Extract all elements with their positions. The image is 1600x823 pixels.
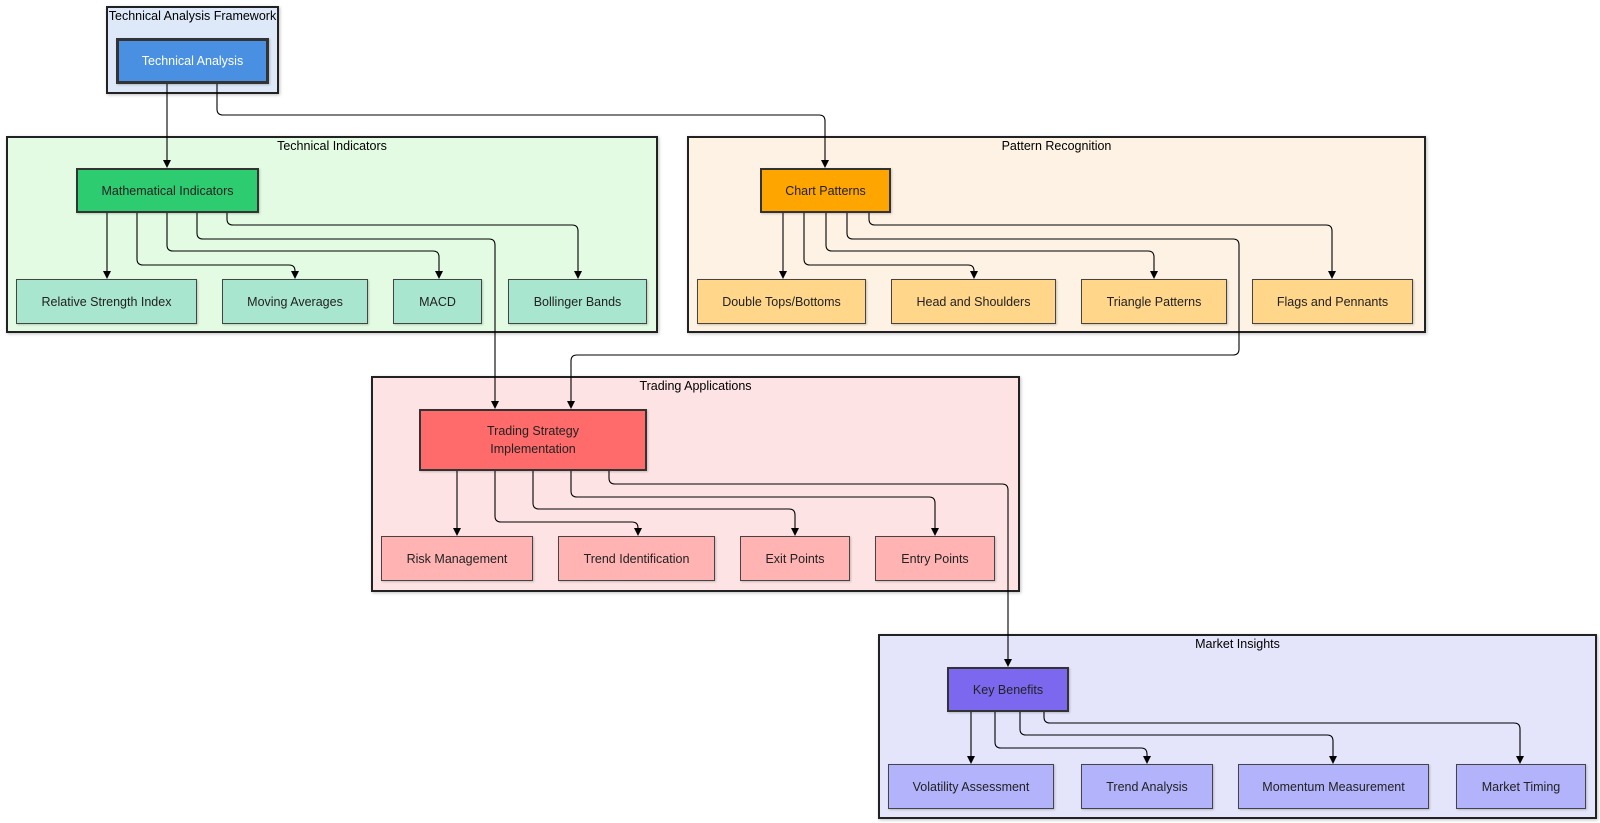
group-title: Trading Applications [639, 379, 752, 393]
node-label: Moving Averages [247, 294, 343, 309]
group-title: Pattern Recognition [1001, 139, 1112, 153]
node-technical-analysis[interactable]: Technical Analysis [116, 38, 269, 84]
node-label: Risk Management [406, 551, 508, 566]
node-momentum-measurement[interactable]: Momentum Measurement [1238, 764, 1429, 809]
group-title: Market Insights [1195, 637, 1280, 651]
node-trend-analysis[interactable]: Trend Analysis [1081, 764, 1213, 809]
node-market-timing[interactable]: Market Timing [1456, 764, 1586, 809]
node-label: Head and Shoulders [916, 294, 1031, 309]
node-head-and-shoulders[interactable]: Head and Shoulders [891, 279, 1056, 324]
node-label: Bollinger Bands [533, 294, 622, 309]
group-title: Technical Indicators [277, 139, 387, 153]
node-mathematical-indicators[interactable]: Mathematical Indicators [76, 168, 259, 213]
node-key-benefits[interactable]: Key Benefits [947, 667, 1069, 712]
node-label: Trend Identification [583, 551, 690, 566]
node-flags-and-pennants[interactable]: Flags and Pennants [1252, 279, 1413, 324]
node-label: Flags and Pennants [1276, 294, 1389, 309]
node-label: Entry Points [901, 551, 969, 566]
node-label-line-1: Trading Strategy [487, 424, 579, 438]
node-label-line-2: Implementation [490, 442, 576, 456]
node-double-tops-bottoms[interactable]: Double Tops/Bottoms [697, 279, 866, 324]
node-label: Momentum Measurement [1262, 779, 1405, 794]
node-label: Double Tops/Bottoms [722, 294, 841, 309]
node-risk-management[interactable]: Risk Management [381, 536, 533, 581]
node-trend-identification[interactable]: Trend Identification [558, 536, 715, 581]
node-chart-patterns[interactable]: Chart Patterns [760, 168, 891, 213]
node-label: Key Benefits [972, 682, 1044, 697]
node-label: Volatility Assessment [912, 779, 1030, 794]
node-moving-averages[interactable]: Moving Averages [222, 279, 368, 324]
node-label: Trend Analysis [1106, 779, 1188, 794]
node-volatility-assessment[interactable]: Volatility Assessment [888, 764, 1054, 809]
node-entry-points[interactable]: Entry Points [875, 536, 995, 581]
node-label: Technical Analysis [141, 54, 244, 68]
node-label: Exit Points [765, 551, 825, 566]
node-bollinger-bands[interactable]: Bollinger Bands [508, 279, 647, 324]
node-label: Mathematical Indicators [101, 183, 234, 198]
node-label: MACD [419, 294, 456, 309]
node-relative-strength-index[interactable]: Relative Strength Index [16, 279, 197, 324]
node-trading-strategy-implementation[interactable]: Trading Strategy Implementation [419, 409, 647, 471]
node-macd[interactable]: MACD [393, 279, 482, 324]
node-label: Market Timing [1481, 779, 1561, 794]
group-title: Technical Analysis Framework [108, 9, 277, 23]
node-label: Relative Strength Index [41, 294, 172, 309]
node-exit-points[interactable]: Exit Points [740, 536, 850, 581]
node-label: Chart Patterns [785, 183, 866, 198]
node-triangle-patterns[interactable]: Triangle Patterns [1081, 279, 1227, 324]
node-label: Triangle Patterns [1106, 294, 1202, 309]
